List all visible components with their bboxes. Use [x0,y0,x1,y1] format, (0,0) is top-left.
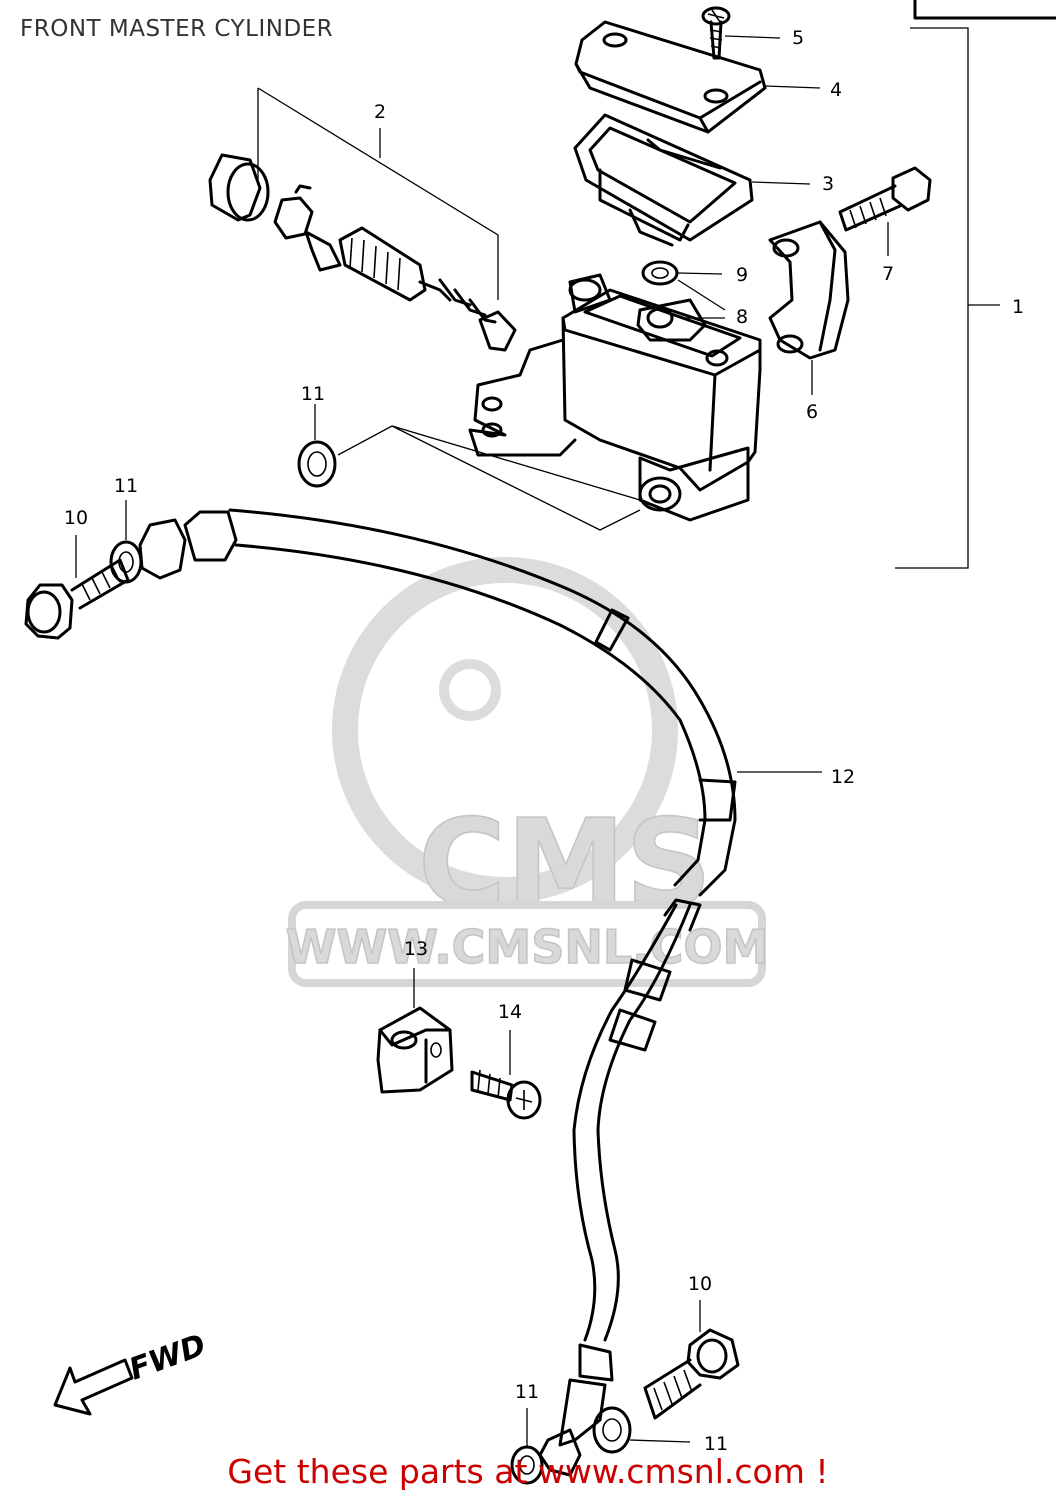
callout-11-left: 11 [114,475,138,497]
leader-8a [677,279,726,311]
page-corner-box [913,0,1056,20]
fwd-arrow-icon [53,1358,134,1416]
callout-11-top: 11 [301,383,325,405]
assembly-bracket [895,27,969,569]
watermark-mascot [332,557,678,903]
part-6-clamp [768,220,850,360]
callout-6: 6 [806,401,818,423]
page-title: FRONT MASTER CYLINDER [20,16,334,42]
buy-parts-link[interactable]: Get these parts at www.cmsnl.com ! [227,1452,829,1491]
part-3-diaphragm [573,113,754,247]
watermark-url: WWW.CMSNL.COM [286,920,769,974]
callout-10-bottom: 10 [688,1273,712,1295]
callout-14: 14 [498,1001,522,1023]
part-4-reservoir-cap [574,20,767,134]
callout-9: 9 [736,264,748,286]
callout-2: 2 [374,101,386,123]
part-11-washer-bottom-right [592,1406,632,1454]
fwd-label: FWD [125,1328,211,1388]
watermark-mascot-eye [439,659,501,721]
leader-5 [724,35,781,39]
part-9-washer [641,260,679,286]
callout-3: 3 [822,173,834,195]
callout-11-bottom-right: 11 [704,1433,728,1455]
callout-8: 8 [736,306,748,328]
part-10-banjo-bolt-left [24,558,130,640]
part-5-screw [701,6,731,60]
part-7-bolt [838,166,932,232]
part-13-hose-clamp [376,1006,454,1094]
part-1-master-cylinder-body [468,273,762,522]
leader-9 [677,272,723,275]
part-10-banjo-bolt-bottom [643,1328,740,1420]
callout-7: 7 [882,263,894,285]
connection-line [337,425,641,531]
callout-11-bottom-left: 11 [515,1381,539,1403]
watermark-brand: CMS [418,795,712,934]
leader-11d [629,1439,691,1443]
callout-5: 5 [792,27,804,49]
callout-13: 13 [404,938,428,960]
watermark-url-band [288,901,766,987]
part-2-piston-kit [208,153,517,352]
watermark: CMS WWW.CMSNL.COM [285,557,769,987]
callout-4: 4 [830,79,842,101]
callout-1: 1 [1012,296,1024,318]
part-12-brake-hose [138,508,737,1477]
leader-3 [751,181,811,185]
part-14-screw [470,1069,542,1120]
callout-labels: 1 2 3 4 5 6 7 8 9 10 10 11 11 11 11 12 1… [64,27,1024,1455]
part-11-washer-top [297,440,337,488]
leader-4 [764,85,821,89]
callout-12: 12 [831,766,855,788]
callout-10-left: 10 [64,507,88,529]
